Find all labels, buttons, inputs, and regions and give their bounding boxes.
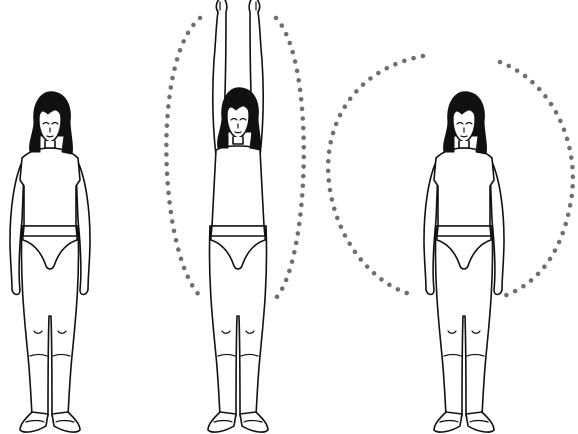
- figure-arms-at-sides-left: [10, 92, 90, 432]
- figure-arms-at-sides-right: [424, 92, 504, 432]
- figure-arms-raised: [208, 0, 268, 432]
